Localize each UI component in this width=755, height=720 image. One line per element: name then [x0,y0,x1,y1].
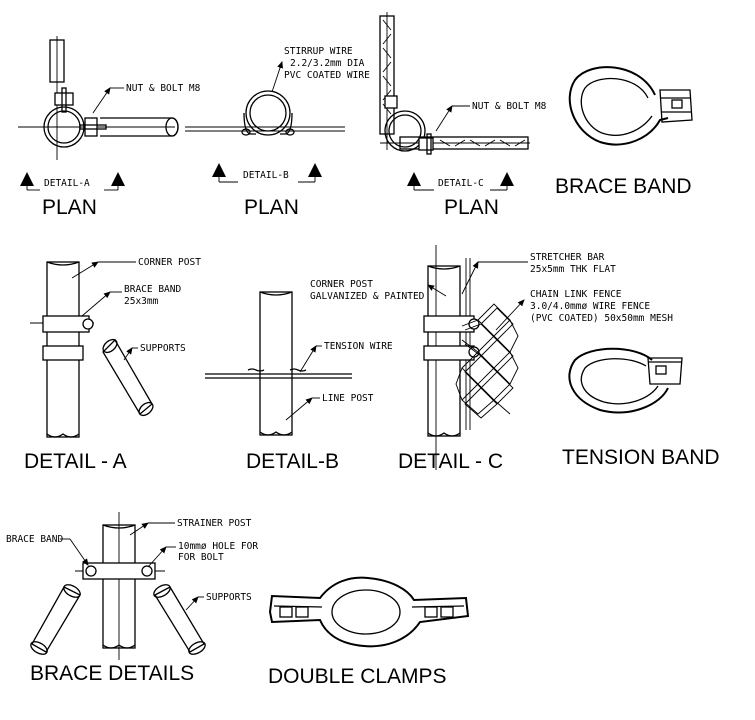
detail-b-elevation: TENSION WIRE LINE POST DETAIL-B [205,291,393,473]
chain-link-mesh [455,303,519,415]
section-arrow-right [500,172,514,186]
tension-wire-label: TENSION WIRE [324,341,393,352]
section-arrow-left [20,172,34,186]
supports-label: SUPPORTS [206,592,252,603]
bolt-head [54,92,74,106]
nut-bolt-label: NUT & BOLT M8 [472,101,547,112]
band-loop [568,347,669,414]
brace-band [82,562,156,580]
section-arrow-right [111,172,125,186]
detail-a-elevation: CORNER POST BRACE BAND 25x3mm SUPPORTS D… [24,257,201,473]
section-mark-label: DETAIL-A [44,178,90,189]
band-tabs [647,357,683,385]
detail-c-title: DETAIL - C [398,450,503,473]
stretcher-bar-label-1: STRETCHER BAR [530,252,605,263]
brace-band-illustration: BRACE BAND [555,66,693,198]
stretcher-bar-label-2: 25x5mm THK FLAT [530,264,616,275]
line-post [259,291,293,436]
brace-band-label: BRACE BAND [6,534,63,545]
detail-c-elevation: STRETCHER BAR 25x5mm THK FLAT CORNER POS… [310,245,673,473]
section-mark-label: DETAIL-B [243,170,289,181]
chain-link-label-1: CHAIN LINK FENCE [530,289,622,300]
brace-band-label-2: 25x3mm [124,296,159,307]
corner-post-label: CORNER POST [138,257,201,268]
plan-title: PLAN [42,196,97,219]
chain-link-label-3: (PVC COATED) 50x50mm MESH [530,313,673,324]
section-mark-label: DETAIL-C [438,178,484,189]
plan-detail-c: NUT & BOLT M8 DETAIL-C PLAN [379,12,547,219]
plan-title: PLAN [444,196,499,219]
double-clamps-title: DOUBLE CLAMPS [268,665,447,688]
supports-label: SUPPORTS [140,343,186,354]
detail-b-title: DETAIL-B [246,450,339,473]
section-arrow-left [407,172,421,186]
plan-detail-a: NUT & BOLT M8 DETAIL-A PLAN [18,36,201,219]
hole-label-2: FOR BOLT [178,552,224,563]
double-clamps-illustration: DOUBLE CLAMPS [268,576,470,688]
hole-label-1: 10mmø HOLE FOR [178,541,258,552]
band-tabs [659,89,693,123]
corner-post-label-2: GALVANIZED & PAINTED [310,291,425,302]
plan-detail-b: STIRRUP WIRE 2.2/3.2mm DIA PVC COATED WI… [185,46,370,219]
section-arrow-right [308,163,322,177]
stirrup-label-2: 2.2/3.2mm DIA [290,58,365,69]
band-loop [568,66,669,146]
post-section [384,110,426,152]
brace-details-title: BRACE DETAILS [30,662,194,685]
stirrup-label-1: STIRRUP WIRE [284,46,353,57]
nut-bolt-label: NUT & BOLT M8 [126,83,201,94]
section-arrow-left [212,163,226,177]
corner-post-label-1: CORNER POST [310,279,373,290]
plan-title: PLAN [244,196,299,219]
stirrup-label-3: PVC COATED WIRE [284,70,370,81]
brace-band-label-1: BRACE BAND [124,284,181,295]
tension-band-title: TENSION BAND [562,446,720,469]
brace-details-elevation: BRACE BAND STRAINER POST 10mmø HOLE FOR … [6,512,258,685]
detail-a-title: DETAIL - A [24,450,127,473]
clamp-opening [331,589,401,635]
brace-band-title: BRACE BAND [555,175,692,198]
line-post-label: LINE POST [322,393,374,404]
brace-band [42,315,90,333]
tension-band-illustration: TENSION BAND [562,347,720,469]
support-pipe-right [154,586,205,653]
post-section [245,90,291,136]
support-pipe-left [31,586,81,653]
clamp-body [268,576,470,648]
post-section [43,106,85,148]
chain-link-label-2: 3.0/4.0mmø WIRE FENCE [530,301,650,312]
strainer-post-label: STRAINER POST [177,518,252,529]
